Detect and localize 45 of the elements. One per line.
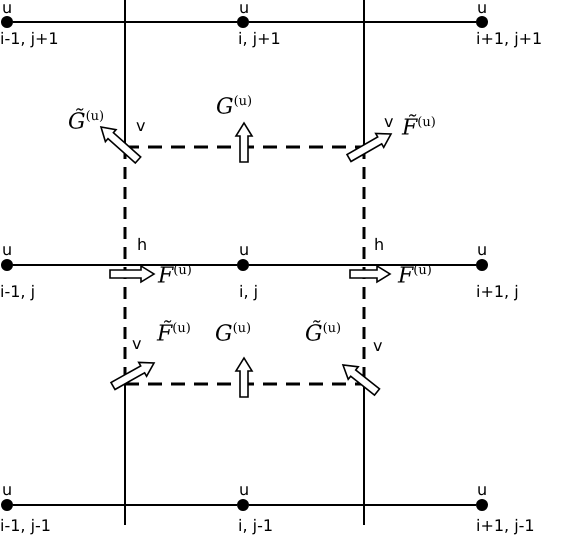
- variable-label: h: [374, 237, 384, 253]
- grid-point: [237, 16, 249, 28]
- flux-label: F̃$^{(u)}$: [157, 322, 191, 346]
- index-label: i, j: [239, 284, 258, 300]
- variable-label: v: [384, 114, 394, 130]
- grid-line: [249, 21, 476, 23]
- variable-label: u: [2, 482, 12, 498]
- flux-label: G̃$^{(u)}$: [305, 322, 342, 346]
- variable-label: u: [2, 242, 12, 258]
- index-label: i, j-1: [238, 518, 274, 534]
- index-label: i+1, j: [476, 284, 519, 300]
- index-label: i-1, j+1: [0, 31, 59, 47]
- grid-line: [249, 504, 476, 506]
- grid-point: [1, 16, 13, 28]
- flux-label: G$^{(u)}$: [216, 95, 252, 118]
- variable-label: u: [477, 242, 488, 258]
- grid-line: [13, 504, 237, 506]
- variable-label: u: [2, 0, 12, 16]
- flux-label: G$^{(u)}$: [215, 322, 252, 346]
- flux-label: G̃$^{(u)}$: [68, 110, 104, 134]
- variable-label: u: [477, 0, 488, 16]
- grid-line: [13, 264, 237, 266]
- variable-label: u: [239, 0, 250, 16]
- variable-label: u: [477, 482, 488, 498]
- grid-point: [476, 16, 488, 28]
- variable-label: u: [239, 482, 250, 498]
- flux-label: F̃$^{(u)}$: [402, 116, 436, 140]
- grid-point: [1, 259, 13, 271]
- grid-line: [249, 264, 476, 266]
- variable-label: u: [239, 242, 250, 258]
- variable-label: h: [137, 237, 148, 253]
- variable-label: v: [136, 118, 146, 134]
- index-label: i-1, j: [0, 284, 36, 300]
- index-label: i+1, j+1: [476, 31, 542, 47]
- grid-point: [476, 499, 488, 511]
- grid-point: [476, 259, 488, 271]
- index-label: i, j+1: [238, 31, 281, 47]
- grid-line: [13, 21, 237, 23]
- grid-point: [237, 499, 249, 511]
- grid-point: [237, 259, 249, 271]
- index-label: i-1, j-1: [0, 518, 51, 534]
- grid-point: [1, 499, 13, 511]
- variable-label: v: [373, 338, 382, 354]
- index-label: i+1, j-1: [476, 518, 535, 534]
- variable-label: v: [132, 336, 142, 352]
